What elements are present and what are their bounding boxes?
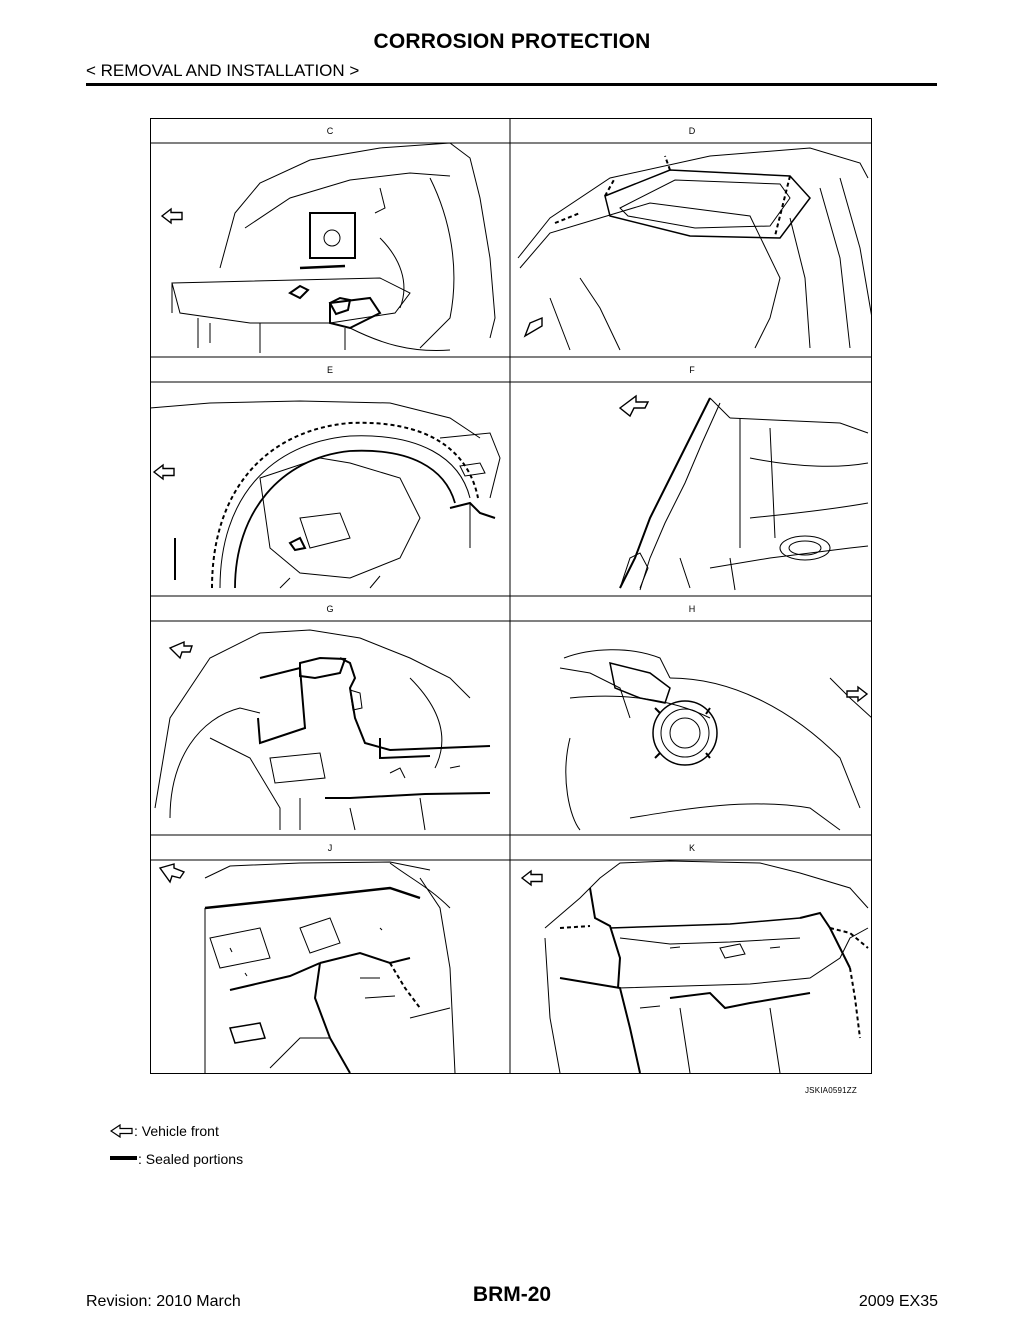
panel-h-drawing [559, 649, 872, 831]
corrosion-figure: C D E F G H J K [150, 118, 872, 1074]
panel-label-k: K [689, 843, 695, 853]
figure-code: JSKIA0591ZZ [804, 1086, 857, 1095]
panel-label-d: D [689, 126, 696, 136]
vehicle-front-arrow-icon [168, 640, 193, 660]
page-title: CORROSION PROTECTION [373, 30, 651, 53]
panel-c-drawing [161, 142, 496, 353]
panel-e-drawing [150, 400, 501, 589]
vehicle-front-arrow-icon [523, 316, 543, 338]
vehicle-front-arrow-icon [618, 394, 650, 418]
panel-label-h: H [689, 604, 696, 614]
vehicle-front-arrow-icon [846, 685, 869, 703]
panel-j-drawing [158, 861, 456, 1074]
panel-label-c: C [327, 126, 334, 136]
header-rule [86, 83, 937, 86]
panel-label-e: E [327, 365, 333, 375]
vehicle-front-arrow-icon [158, 863, 186, 884]
panel-g-drawing [154, 629, 491, 831]
panel-label-g: G [326, 604, 333, 614]
legend-vehicle-front-label: : Vehicle front [134, 1123, 219, 1139]
panel-k-drawing [521, 860, 869, 1074]
legend-vehicle-front: : Vehicle front [110, 1123, 219, 1139]
vehicle-front-arrow-icon [161, 208, 183, 224]
footer-revision: Revision: 2010 March [86, 1293, 241, 1310]
panel-label-f: F [689, 365, 695, 375]
legend-sealed-label: : Sealed portions [138, 1151, 244, 1167]
footer-model: 2009 EX35 [858, 1293, 938, 1310]
section-heading: < REMOVAL AND INSTALLATION > [86, 61, 360, 80]
vehicle-front-arrow-icon [110, 1124, 133, 1138]
panel-f-drawing [618, 394, 869, 591]
legend-sealed: : Sealed portions [110, 1151, 243, 1167]
panel-d-drawing [517, 147, 872, 351]
footer-page-number: BRM-20 [472, 1283, 552, 1306]
vehicle-front-arrow-icon [521, 870, 543, 886]
vehicle-front-arrow-icon [153, 464, 175, 480]
sealed-line-icon [110, 1156, 137, 1160]
panel-label-j: J [328, 843, 333, 853]
